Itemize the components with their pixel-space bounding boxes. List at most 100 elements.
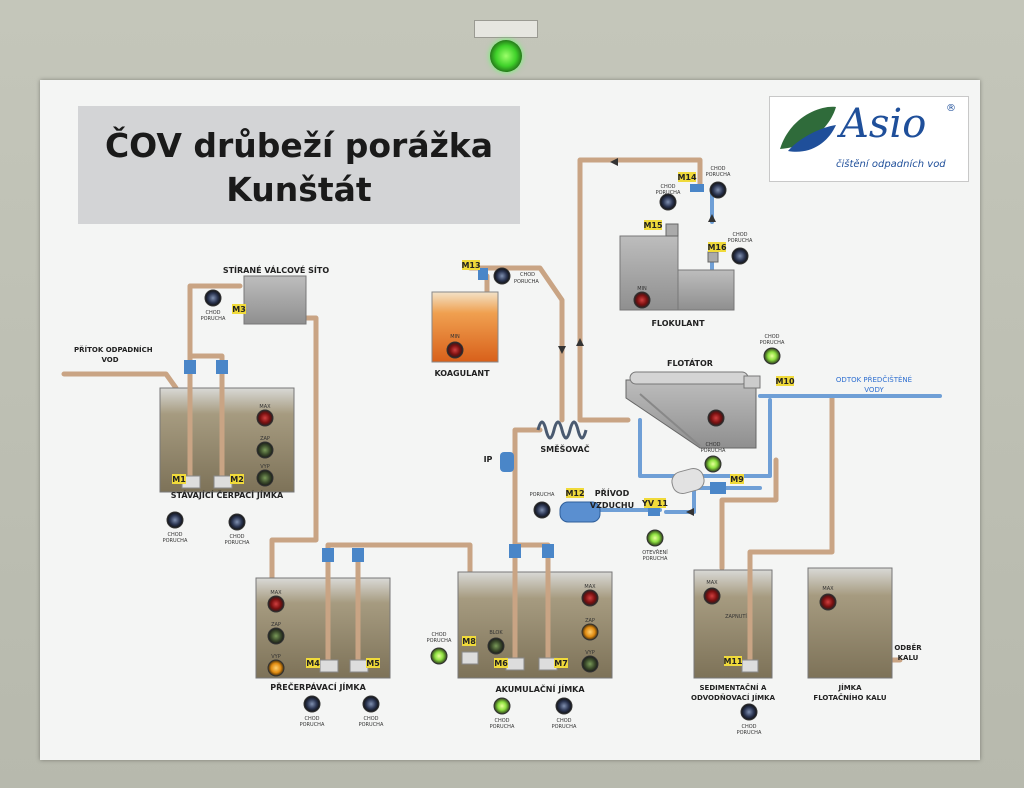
flowmeter-icon xyxy=(500,452,514,472)
sludge-water-pipes xyxy=(61,157,903,663)
logo-registered-mark: ® xyxy=(946,103,956,114)
skimmer-motor-m10-icon xyxy=(743,375,761,389)
cabinet-label-tag xyxy=(474,20,538,38)
inflow-label-line2: VOD xyxy=(101,356,118,364)
saturation-tank xyxy=(671,467,705,495)
caption-porucha: PORUCHA xyxy=(552,724,577,730)
air-compressor-icon xyxy=(559,501,601,523)
mixer-label: SMĚŠOVAČ xyxy=(540,443,589,454)
m7-run-lamp xyxy=(555,697,573,715)
caption-porucha: PORUCHA xyxy=(201,316,226,322)
level-off-lamp xyxy=(581,655,599,673)
compressor-fault-lamp xyxy=(533,501,551,519)
valve-icon xyxy=(352,548,364,562)
sludge-out-label-line2: KALU xyxy=(898,654,919,662)
ip-label: IP xyxy=(484,455,493,464)
main-power-lamp xyxy=(490,40,522,72)
level-off-lamp xyxy=(256,469,274,487)
transfer-sump-label: PŘEČERPÁVACÍ JÍMKA xyxy=(270,681,366,692)
caption-zapnuti: ZAPNUTÍ xyxy=(725,613,747,620)
motor-tag-m5: M5 xyxy=(366,659,380,668)
motor-tag-m3: M3 xyxy=(232,305,246,314)
motor-tag-m16: M16 xyxy=(707,243,727,252)
motor-tag-m14: M14 xyxy=(677,173,697,182)
leaf-icon xyxy=(780,106,836,152)
motor-tag-m15: M15 xyxy=(643,221,663,230)
caption-min: MIN xyxy=(637,286,647,292)
caption-chod: CHOD xyxy=(556,718,571,724)
caption-max: MAX xyxy=(584,584,596,590)
indicator-lamps xyxy=(166,181,837,721)
caption-porucha: PORUCHA xyxy=(490,724,515,730)
caption-max: MAX xyxy=(822,586,834,592)
pump-body-icon xyxy=(319,659,339,673)
inflow-label: PŘÍTOK ODPADNÍCH xyxy=(74,345,153,354)
flocculant-min-lamp xyxy=(633,291,651,309)
flocculant-label: FLOKULANT xyxy=(651,319,705,328)
flotator-lamella xyxy=(639,393,701,447)
m4-run-lamp xyxy=(303,695,321,713)
flot-sludge-max-lamp xyxy=(819,593,837,611)
caption-porucha: PORUCHA xyxy=(706,172,731,178)
sedimentation-label: SEDIMENTAČNÍ A xyxy=(700,683,768,692)
caption-oteveni: OTEVŘENÍ xyxy=(642,548,668,556)
m16-run-lamp xyxy=(731,247,749,265)
m6-run-lamp xyxy=(493,697,511,715)
sedimentation-label-line2: ODVODŇOVACÍ JÍMKA xyxy=(691,693,776,702)
m9-run-lamp xyxy=(704,455,722,473)
caption-porucha: PORUCHA xyxy=(530,492,555,498)
m8-run-lamp xyxy=(430,647,448,665)
block-lamp xyxy=(487,637,505,655)
air-supply-label-line2: VZDUCHU xyxy=(590,501,634,510)
caption-blok: BLOK xyxy=(489,630,503,636)
panel-title: ČOV drůbeží porážka xyxy=(104,126,494,165)
coagulant-min-lamp xyxy=(446,341,464,359)
level-on-lamp xyxy=(267,627,285,645)
caption-porucha: PORUCHA xyxy=(359,722,384,728)
flocculant-pump-icon xyxy=(707,251,719,263)
title-plate: ČOV drůbeží porážka Kunštát xyxy=(78,106,520,224)
flotator-skimmer xyxy=(629,371,749,385)
m15-run-lamp xyxy=(659,193,677,211)
caption-porucha: PORUCHA xyxy=(701,448,726,454)
accumulation-sump-label: AKUMULAČNÍ JÍMKA xyxy=(495,683,585,694)
motor-tag-m6: M6 xyxy=(494,659,508,668)
caption-zap: ZAP xyxy=(271,622,281,628)
air-supply-label: PŘÍVOD xyxy=(595,487,630,498)
caption-max: MAX xyxy=(706,580,718,586)
motor-tag-m12: M12 xyxy=(565,489,584,498)
motor-tag-m13: M13 xyxy=(461,261,480,270)
flotator-label: FLOTÁTOR xyxy=(667,357,713,368)
dosing-pump-icon xyxy=(478,268,488,280)
static-mixer-coil xyxy=(536,420,588,440)
existing-sump-label: STÁVAJÍCÍ ČERPACÍ JÍMKA xyxy=(171,489,284,500)
sedimentation-sump xyxy=(693,569,773,679)
sediment-max-lamp xyxy=(703,587,721,605)
sieve-run-lamp xyxy=(204,289,222,307)
caption-chod: CHOD xyxy=(363,716,378,722)
caption-chod: CHOD xyxy=(705,442,720,448)
caption-min: MIN xyxy=(450,334,460,340)
caption-vyp: VYP xyxy=(585,650,595,656)
caption-max: MAX xyxy=(270,590,282,596)
panel-subtitle: Kunštát xyxy=(226,170,372,209)
dosing-pump-icon xyxy=(690,184,704,192)
caption-chod: CHOD xyxy=(520,272,535,278)
motor-tag-m2: M2 xyxy=(230,475,244,484)
caption-chod: CHOD xyxy=(494,718,509,724)
caption-chod: CHOD xyxy=(732,232,747,238)
flotation-sludge-sump xyxy=(807,567,893,679)
flot-sludge-label-line2: FLOTAČNÍHO KALU xyxy=(813,693,886,702)
level-on-lamp xyxy=(581,623,599,641)
motor-tag-m10: M10 xyxy=(775,377,795,386)
valve-tag-yv11: YV 11 xyxy=(641,499,668,508)
yv11-open-lamp xyxy=(646,529,664,547)
caption-chod: CHOD xyxy=(710,166,725,172)
motor-tag-m11: M11 xyxy=(723,657,743,666)
m14-run-lamp xyxy=(709,181,727,199)
caption-zap: ZAP xyxy=(260,436,270,442)
drum-sieve-unit xyxy=(243,275,307,325)
caption-chod: CHOD xyxy=(167,532,182,538)
level-max-lamp xyxy=(581,589,599,607)
